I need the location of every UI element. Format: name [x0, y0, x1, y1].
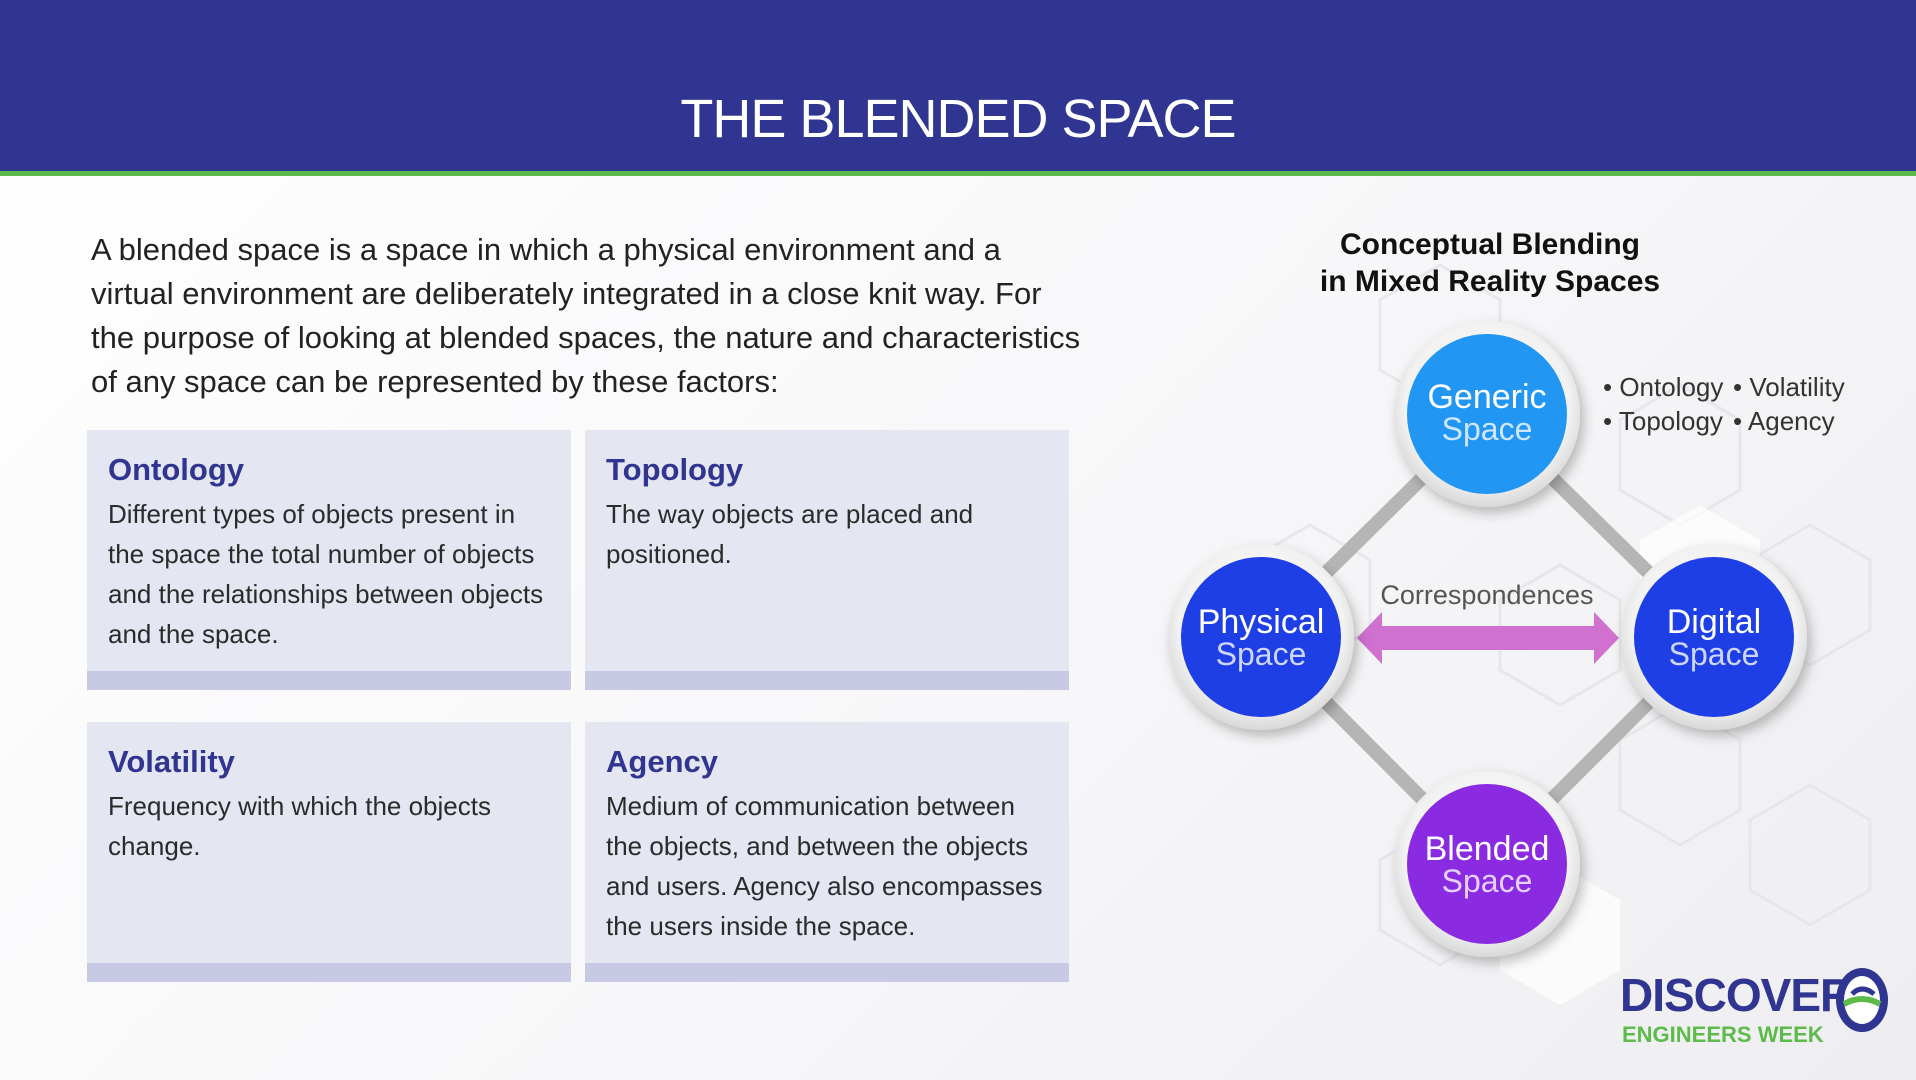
bullet-text: Agency	[1747, 406, 1835, 436]
correspondences-arrow	[1357, 612, 1619, 664]
node-label-line2: Space	[1442, 411, 1533, 447]
intro-paragraph: A blended space is a space in which a ph…	[91, 232, 1081, 399]
card-volatility: Volatility Frequency with which the obje…	[87, 722, 571, 982]
node-label-line1: Physical	[1198, 603, 1325, 641]
node-label-line2: Space	[1669, 636, 1760, 672]
card-title: Volatility	[108, 744, 235, 779]
correspondences-label: Correspondences	[1380, 580, 1593, 610]
diagram-title: Conceptual Blending in Mixed Reality Spa…	[1290, 226, 1690, 300]
logo-wordmark: DISCOVER	[1620, 969, 1853, 1021]
card-body: Different types of objects present in th…	[108, 499, 544, 649]
header-divider	[0, 171, 1916, 176]
header-banner: THE BLENDED SPACE	[0, 0, 1916, 171]
bullet-text: Ontology	[1619, 372, 1724, 402]
card-body: The way objects are placed and positione…	[606, 499, 974, 569]
node-fill	[1634, 557, 1794, 717]
card-title: Topology	[606, 452, 744, 487]
node-fill	[1407, 334, 1567, 494]
card-topology: Topology The way objects are placed and …	[585, 430, 1069, 690]
node-label-line1: Digital	[1667, 603, 1761, 641]
page-title: THE BLENDED SPACE	[680, 89, 1236, 149]
logo-subtitle: ENGINEERS WEEK	[1622, 1022, 1824, 1047]
physical-space-node: Physical Space	[1168, 544, 1354, 730]
bullet-item: • Agency	[1733, 406, 1835, 436]
digital-space-node: Digital Space	[1621, 544, 1807, 730]
card-footer-bar	[87, 671, 571, 690]
card-title: Agency	[606, 744, 718, 779]
card-footer-bar	[585, 671, 1069, 690]
bullet-item: • Volatility	[1733, 372, 1845, 402]
card-footer-bar	[87, 963, 571, 982]
node-label-line1: Blended	[1425, 830, 1550, 868]
card-ontology: Ontology Different types of objects pres…	[87, 430, 571, 690]
bullet-text: Topology	[1618, 406, 1723, 436]
logo-e-mark-icon	[1836, 968, 1888, 1032]
node-label-line2: Space	[1442, 863, 1533, 899]
node-fill	[1407, 784, 1567, 944]
discover-engineers-week-logo: DISCOVER ENGINEERS WEEK	[1620, 968, 1900, 1048]
diagram-title-line1: Conceptual Blending	[1340, 228, 1640, 261]
node-label-line1: Generic	[1427, 378, 1546, 416]
node-fill	[1181, 557, 1341, 717]
card-body: Frequency with which the objects change.	[108, 791, 491, 861]
card-body: Medium of communication between the obje…	[606, 791, 1043, 941]
card-agency: Agency Medium of communication between t…	[585, 722, 1069, 982]
generic-space-node: Generic Space	[1394, 321, 1580, 507]
bullet-item: • Topology	[1603, 406, 1723, 436]
bullet-item: • Ontology	[1603, 372, 1724, 402]
bullet-text: Volatility	[1749, 372, 1845, 402]
diagram-title-line2: in Mixed Reality Spaces	[1319, 265, 1661, 298]
card-footer-bar	[585, 963, 1069, 982]
card-title: Ontology	[108, 452, 245, 487]
node-label-line2: Space	[1216, 636, 1307, 672]
blended-space-node: Blended Space	[1394, 771, 1580, 957]
